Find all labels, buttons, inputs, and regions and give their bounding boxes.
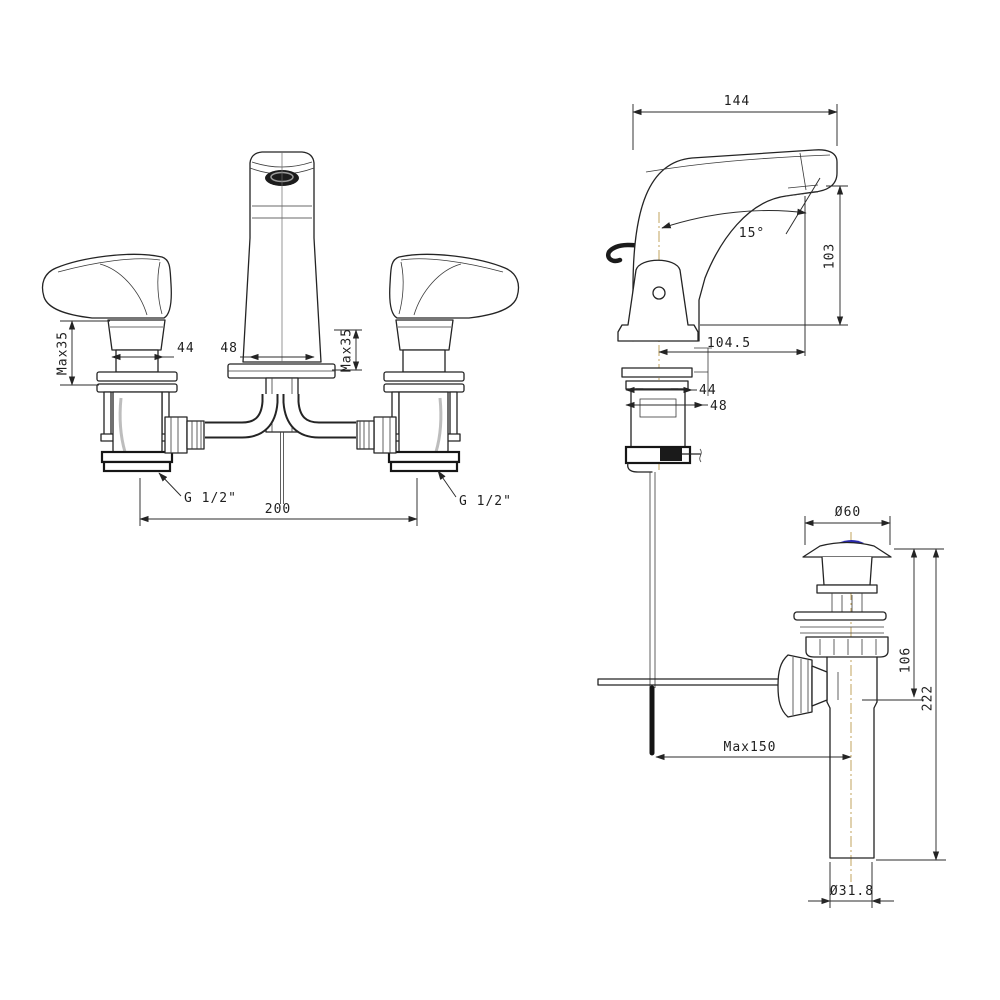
dim-dia60: Ø60: [835, 505, 861, 520]
front-right-valve-unit: [291, 254, 519, 471]
drain-cap: [802, 540, 892, 612]
dim-144: 144: [724, 94, 750, 109]
dim-200: 200: [265, 502, 291, 517]
dim-106: 106: [899, 647, 914, 673]
dim-dia31-8: Ø31.8: [830, 884, 874, 899]
dim-max35-right: Max35: [340, 328, 355, 372]
dim-44-front: 44: [177, 341, 195, 356]
popup-rod-front: [280, 432, 284, 504]
dim-max35-left: Max35: [56, 331, 71, 375]
rod-clamp: [660, 448, 682, 461]
left-handle: [41, 253, 172, 319]
drain-dimensions: Ø60 106 222 Ø31.8: [804, 505, 946, 908]
side-dimensions: 144 15° 103 104.5 44 48 Max150: [625, 94, 852, 761]
thread-label-right: G 1/2": [459, 494, 512, 509]
front-spout: [227, 151, 336, 504]
dim-222: 222: [921, 685, 936, 711]
front-dimensions: Max35 44 48 Max35 G 1/2" G 1/2" 200: [56, 320, 512, 526]
dim-15deg: 15°: [739, 226, 765, 241]
thread-label-left: G 1/2": [184, 491, 237, 506]
side-underbody: [597, 367, 789, 756]
front-view: Max35 44 48 Max35 G 1/2" G 1/2" 200: [41, 151, 519, 526]
dim-48-front: 48: [220, 341, 238, 356]
drain-body: [793, 611, 889, 703]
front-left-valve-unit: [41, 253, 279, 473]
tail-pipe: [826, 701, 878, 859]
dim-104-5: 104.5: [707, 336, 751, 351]
ball-rod-nut: [777, 654, 828, 718]
horizontal-rod: [597, 678, 789, 686]
dim-44-side: 44: [699, 383, 717, 398]
body-button: [652, 286, 666, 300]
dim-max150: Max150: [724, 740, 777, 755]
dim-48-side: 48: [710, 399, 728, 414]
popup-rod-side: [649, 472, 656, 688]
side-body: [617, 212, 712, 470]
side-view: 144 15° 103 104.5 44 48 Max150: [597, 94, 852, 761]
dim-103: 103: [823, 243, 838, 269]
drain-assembly: Ø60 106 222 Ø31.8: [777, 505, 946, 908]
